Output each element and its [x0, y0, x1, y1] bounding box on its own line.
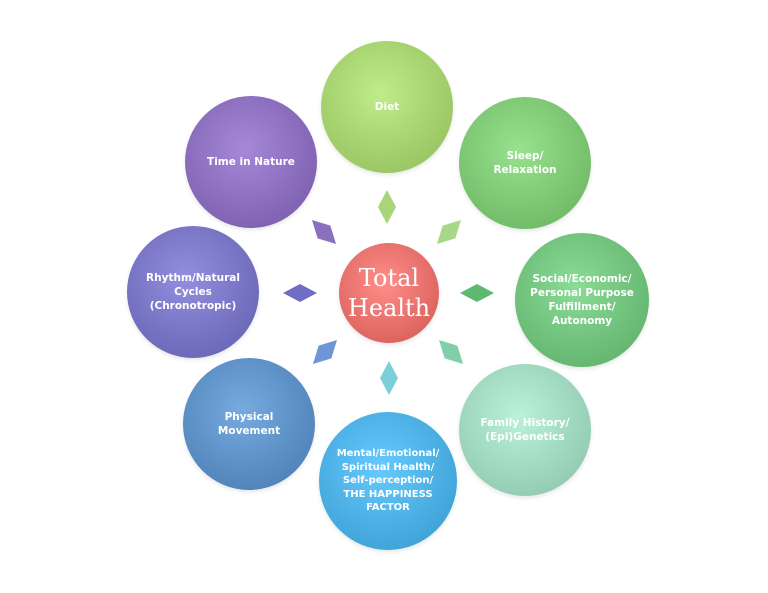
connector-diamond-sleep	[436, 219, 462, 245]
connector-diamond-social	[460, 284, 494, 302]
connector-diamond-rhythm	[283, 284, 317, 302]
connector-diamond-mental	[380, 361, 398, 395]
connector-diamond-diet	[378, 190, 396, 224]
center-total-health: Total Health	[339, 243, 439, 343]
connector-diamond-nature	[311, 219, 337, 245]
node-sleep-relaxation: Sleep/ Relaxation	[459, 97, 591, 229]
connector-diamond-family	[438, 339, 464, 365]
node-diet: Diet	[321, 41, 453, 173]
node-social-economic: Social/Economic/ Personal Purpose Fulfil…	[515, 233, 649, 367]
node-physical-movement: Physical Movement	[183, 358, 315, 490]
connector-diamond-physical	[312, 339, 338, 365]
node-family-history: Family History/ (Epi)Genetics	[459, 364, 591, 496]
node-mental-emotional: Mental/Emotional/ Spiritual Health/ Self…	[319, 412, 457, 550]
node-rhythm-cycles: Rhythm/Natural Cycles (Chronotropic)	[127, 226, 259, 358]
node-time-in-nature: Time in Nature	[185, 96, 317, 228]
